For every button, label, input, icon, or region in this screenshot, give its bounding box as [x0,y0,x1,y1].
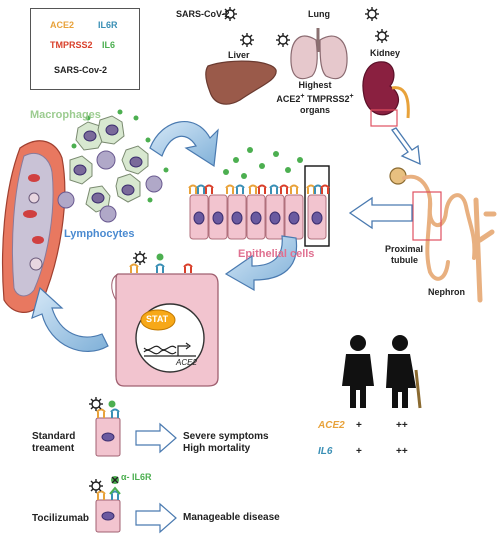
old-person-icon [386,335,422,409]
immune-to-epithelium-arrow [149,121,219,168]
standard-label-1: Standard [32,431,76,442]
nephron-icon [389,167,497,303]
liver-label: Liver [228,50,250,60]
young-ace2-value: + [356,420,362,431]
highest-line1: Highest [298,80,332,90]
highest-line2: ACE2+ TMPRSS2+ [276,93,354,104]
standard-label-2: treament [32,443,75,454]
tocilizumab-label: Tocilizumab [32,513,90,524]
young-il6-value: + [356,446,362,457]
stat-protein [140,309,176,331]
kidney-to-nephron-arrow [391,127,421,166]
infected-cell [111,273,219,387]
standard-arrow [135,422,177,454]
immune-cell-cluster [57,109,169,223]
epithelial-receptors [188,184,330,195]
lung-label: Lung [308,9,330,19]
kidney-icon [362,61,410,127]
macrophages-label: Macrophages [30,109,101,121]
tocilizumab-arrow [135,502,177,534]
legend-tmprss2: TMPRSS2 [50,40,93,50]
tocilizumab-outcome: Manageable disease [183,512,280,523]
proximal-label-2: tubule [391,255,418,265]
lung-icon [290,28,348,80]
proximal-label-1: Proximal [385,244,424,254]
epithelial-cell-row [189,165,330,247]
epithelial-cells-label: Epithelial cells [238,248,315,260]
standard-outcome-2: High mortality [183,443,251,454]
highest-organs-label: Highest ACE2+ TMPRSS2+ organs [272,80,358,116]
legend-sars: SARS-Cov-2 [54,65,108,75]
stat-label: STAT [146,314,169,324]
kidney-label: Kidney [370,48,401,58]
nephron-label: Nephron [428,287,465,297]
old-il6-value: ++ [396,446,408,457]
tocilizumab-cell-icon [88,476,121,533]
il6-dots-epithelium [223,147,303,179]
cell-to-vessel-arrow [31,286,109,352]
young-person-icon [342,335,374,408]
nephron-to-epithelium-arrow [348,196,413,230]
standard-outcome-1: Severe symptoms [183,431,269,442]
lymphocytes-label: Lymphocytes [64,228,135,240]
highest-line3: organs [299,105,330,115]
old-ace2-value: ++ [396,420,408,431]
table-ace2-label: ACE2 [318,420,345,431]
legend-il6: IL6 [102,40,116,50]
legend-ace2: ACE2 [50,20,75,30]
blood-vessel [1,140,66,313]
liver-icon [205,60,277,105]
table-il6-label: IL6 [318,446,333,457]
epithelium-to-cell-arrow [224,235,298,292]
sars-cov2-label: SARS-CoV-2 [176,9,230,19]
ace2-gene-label: ACE2 [176,358,197,367]
alpha-il6r-label: α- IL6R [121,472,152,482]
legend-il6r: IL6R [98,20,118,30]
standard-cell-icon [88,396,121,457]
legend [30,8,140,90]
